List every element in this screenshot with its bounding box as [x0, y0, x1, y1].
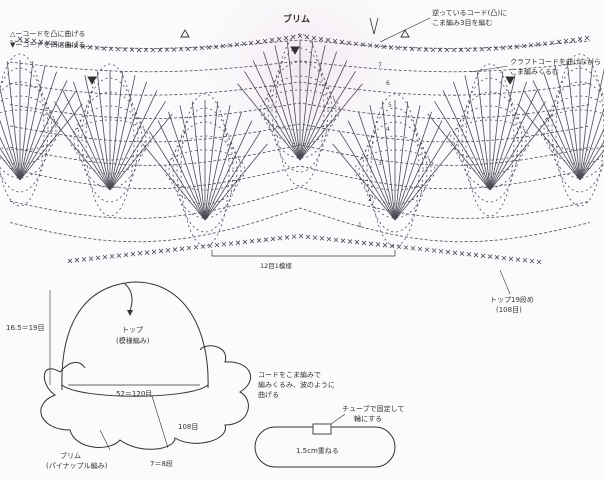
note-top-right-1: 逆っているコード(凸)に — [432, 9, 507, 17]
note-leader-bottom — [500, 270, 510, 294]
legend-open-triangle: △ーコードを凸に曲げる — [10, 30, 85, 38]
note-right-2: こま編みくるむ — [510, 68, 559, 76]
row-number-4: 4 — [386, 126, 390, 133]
rotation-arrow-head — [127, 310, 133, 316]
single-crochet-row — [68, 234, 541, 264]
hat-top-label-2: (模様編み) — [116, 337, 149, 345]
fan-stroke-0-0 — [48, 114, 110, 190]
hat-brim-outline-left — [60, 362, 85, 372]
tube-note-1: チューブで固定して — [342, 405, 404, 413]
brim-label-1: ブリム — [60, 452, 81, 460]
brim-rows-label: 108目 — [178, 423, 198, 431]
cord-note-1: コードをこま編みで — [258, 371, 321, 379]
fan-stroke-3-8 — [20, 65, 45, 180]
brim-depth-label: 7＝8段 — [150, 460, 173, 468]
brim-depth-line — [152, 396, 168, 448]
fan-stroke-0-8 — [110, 75, 135, 190]
row-number-2: 2 — [368, 196, 372, 203]
top-rows-label-2: (108目) — [496, 306, 522, 314]
tube-clip — [313, 424, 331, 434]
hat-height-label: 16.5＝19目 — [6, 324, 45, 332]
top-rows-label-1: トップ19段め — [490, 296, 534, 304]
cord-note-3: 曲げる — [258, 391, 279, 399]
row-number-1: 1 — [358, 222, 362, 229]
fan-stroke-4-0 — [518, 104, 580, 180]
note-top-right-2: こま編み3目を編む — [432, 19, 492, 27]
fan-stroke-2-8 — [490, 75, 515, 190]
chart-title: ブリム — [283, 16, 310, 24]
hat-diagram — [41, 282, 251, 450]
brim-label-2: (パイナップル編み) — [46, 462, 107, 470]
hat-circumference-label: 52＝120目 — [116, 390, 152, 398]
filled-triangle-marker — [506, 77, 514, 84]
note-right-1: クラフトコードを曲げながら — [510, 58, 601, 66]
repeat-bracket — [212, 250, 395, 256]
fan-stroke-2-0 — [428, 114, 490, 190]
row-number-3: 3 — [378, 160, 382, 167]
fan-stroke-4-8 — [580, 65, 604, 180]
legend-filled-triangle: ▼ーコードを凹に曲げる — [10, 41, 85, 49]
tube-pointer — [331, 414, 345, 424]
rotation-arrow — [125, 284, 132, 310]
row-number-5: 5 — [388, 102, 392, 109]
filled-triangle-marker — [88, 77, 96, 84]
cord-note-2: 編みくるみ、波のように — [258, 381, 335, 389]
row-number-6: 6 — [386, 80, 390, 87]
row-number-7: 7 — [378, 62, 382, 69]
tube-note-2: 輪にする — [354, 415, 382, 423]
hat-top-label-1: トップ — [122, 326, 143, 334]
fan-loop-3-4 — [0, 54, 44, 206]
fan-stroke-4-11 — [580, 91, 604, 180]
repeat-label: 12目1模様 — [260, 262, 292, 270]
hat-crown-outline — [62, 282, 208, 390]
tube-overlap-label: 1.5cm重ねる — [296, 447, 339, 455]
